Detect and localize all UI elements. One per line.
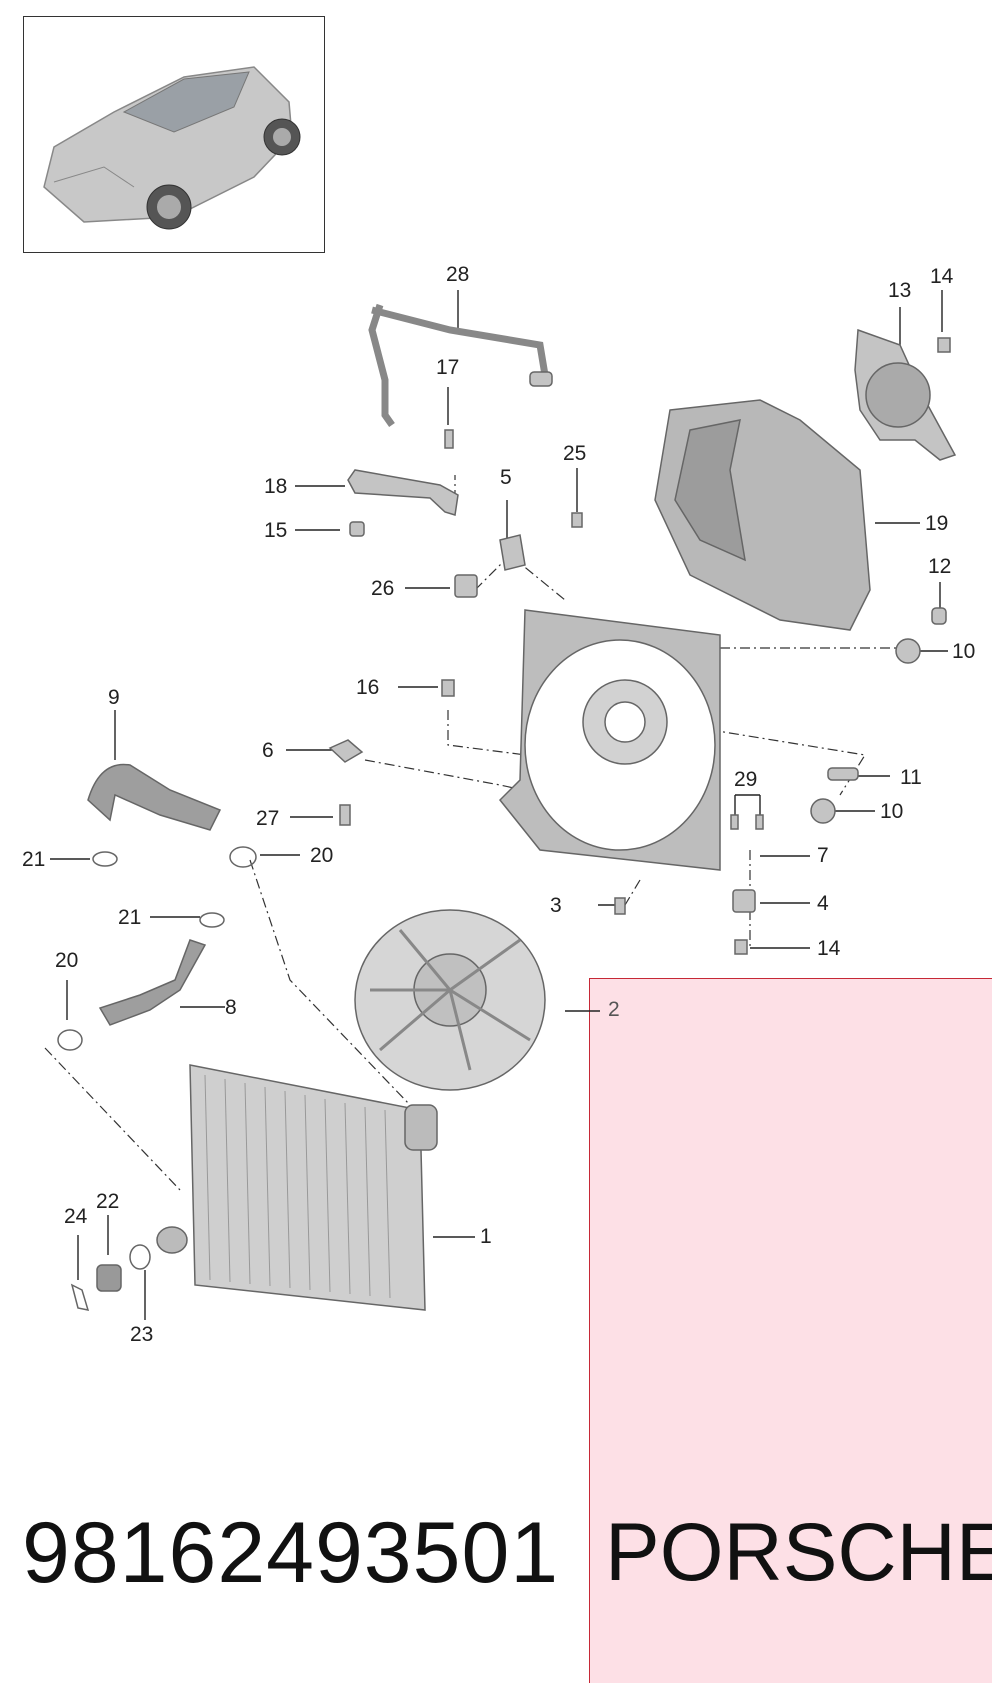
part-number: 98162493501 [22,1505,560,1601]
callout-7: 7 [817,844,829,867]
leader-lines [50,290,948,1320]
callout-29: 29 [734,768,757,791]
callout-21a: 21 [22,848,45,871]
callout-3: 3 [550,894,562,917]
callout-27: 27 [256,807,279,830]
callout-20b: 20 [55,949,78,972]
callout-15: 15 [264,519,287,542]
callout-14b: 14 [817,937,841,960]
callout-20a: 20 [310,844,333,867]
callout-28: 28 [446,263,469,286]
callout-12: 12 [928,555,951,578]
callout-13: 13 [888,279,911,302]
callout-14a: 14 [930,265,954,288]
part-shapes [57,303,957,1311]
callout-17: 17 [436,356,459,379]
callout-2: 2 [608,998,620,1021]
callout-22: 22 [96,1190,119,1213]
highlight-panel [589,978,992,1683]
callout-26: 26 [371,577,394,600]
callout-16: 16 [356,676,379,699]
brand-name: PORSCHE [605,1507,992,1598]
callout-21b: 21 [118,906,141,929]
callout-6: 6 [262,739,274,762]
callout-24: 24 [64,1205,88,1228]
callout-1: 1 [480,1225,492,1248]
callout-25: 25 [563,442,586,465]
callout-18: 18 [264,475,287,498]
callout-11: 11 [900,766,922,789]
callout-5: 5 [500,466,512,489]
callout-19: 19 [925,512,948,535]
car-illustration [43,66,301,230]
callout-4: 4 [817,892,829,915]
callout-labels: 1 2 3 4 5 6 7 8 9 10 10 11 12 13 14 14 1… [22,263,975,1346]
vehicle-thumbnail [23,16,325,253]
callout-23: 23 [130,1323,153,1346]
callout-8: 8 [225,996,237,1019]
callout-10b: 10 [880,800,903,823]
callout-10a: 10 [952,640,975,663]
callout-9: 9 [108,686,120,709]
